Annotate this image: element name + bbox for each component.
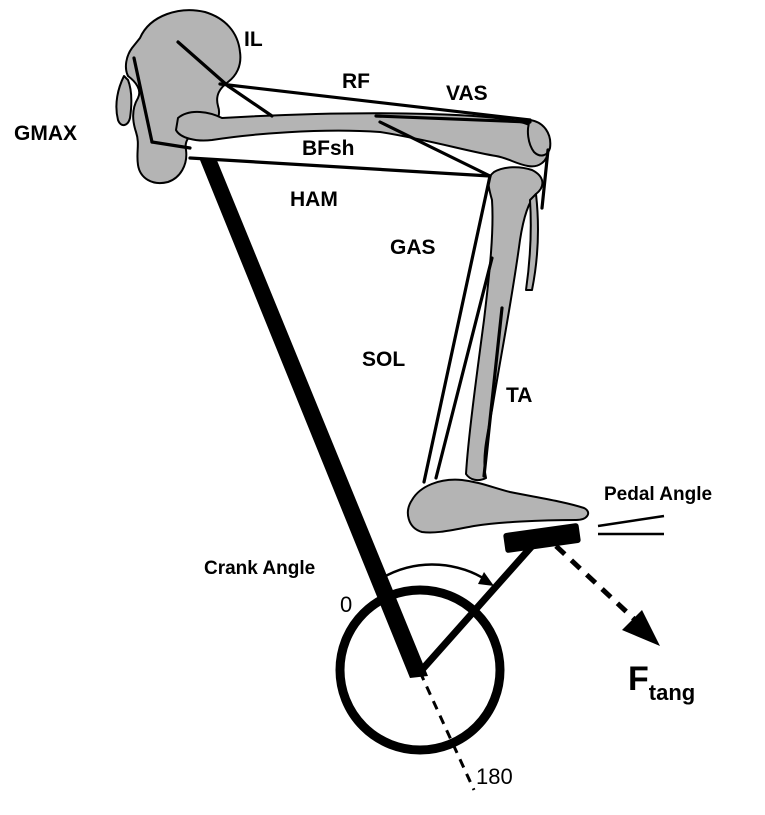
force-subscript: tang <box>649 680 695 705</box>
gas-muscle-line <box>422 174 492 484</box>
label-180: 180 <box>476 764 513 789</box>
label-sol: SOL <box>362 348 405 371</box>
crank-arm <box>416 542 536 676</box>
label-crank-angle: Crank Angle <box>204 558 315 579</box>
patella-bone <box>526 119 552 157</box>
label-gas: GAS <box>390 236 436 259</box>
bfsh-muscle-line <box>378 120 492 178</box>
gmax-muscle-line-2 <box>150 140 192 150</box>
femur-bone <box>175 111 549 168</box>
ta-muscle-line <box>482 306 504 478</box>
label-ta: TA <box>506 384 532 407</box>
label-pedal-angle: Pedal Angle <box>604 484 712 505</box>
fibula-bone <box>525 193 540 291</box>
sol-muscle-line <box>434 256 494 480</box>
label-ham: HAM <box>290 188 338 211</box>
label-vas: VAS <box>446 82 488 105</box>
vas-muscle-line <box>374 114 532 124</box>
pedal-angle-line-upper <box>597 514 665 528</box>
label-zero: 0 <box>340 592 352 617</box>
quad-tendon-line <box>540 148 550 210</box>
label-gmax: GMAX <box>14 122 77 145</box>
sacrum-bone <box>115 75 133 126</box>
hip-crank-link <box>200 158 428 678</box>
label-bfsh: BFsh <box>302 137 355 160</box>
force-symbol: F <box>628 660 649 698</box>
force-arrowhead <box>622 610 660 646</box>
force-dashed-line <box>554 544 648 632</box>
crank-180-dashed-line <box>418 671 476 791</box>
crank-angle-arc <box>381 563 487 582</box>
label-il: IL <box>244 28 263 51</box>
label-force: Ftang <box>628 660 695 705</box>
ham-muscle-line <box>188 156 492 178</box>
crank-angle-arrowhead <box>478 572 494 586</box>
rf-muscle-line <box>218 82 532 122</box>
pedal-block <box>503 523 581 553</box>
foot-bone <box>406 478 590 534</box>
il-muscle-line <box>176 40 230 88</box>
crank-circle <box>335 585 505 755</box>
gmax-muscle-line <box>132 56 154 144</box>
label-rf: RF <box>342 70 370 93</box>
il-muscle-line-2 <box>226 84 274 118</box>
pelvis-bone <box>124 9 242 184</box>
